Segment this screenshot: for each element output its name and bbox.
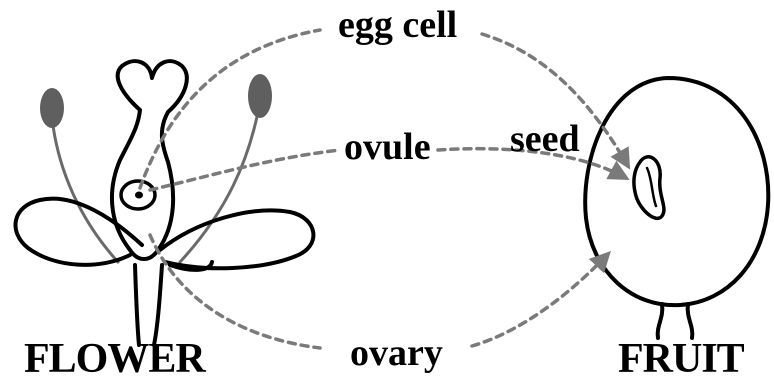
fruit-label: FRUIT — [618, 338, 744, 380]
flower-stem-right — [154, 265, 162, 345]
flower-egg-cell — [135, 192, 143, 199]
fruit-drawing — [585, 78, 768, 338]
seed-label: seed — [510, 120, 580, 158]
fruit-seed-inner — [647, 168, 656, 206]
fruit-stalk — [658, 304, 663, 338]
flower-label: FLOWER — [24, 338, 205, 380]
left-anther — [40, 88, 64, 128]
right-stamen-filament — [180, 112, 258, 262]
fruit-seed — [634, 157, 664, 219]
ovary-label: ovary — [350, 334, 443, 372]
fruit-stalk-right — [688, 304, 693, 338]
ovary-arrow — [150, 235, 320, 348]
fruit-body — [585, 78, 768, 305]
transformation-arrows — [140, 30, 628, 348]
left-stamen-filament — [52, 118, 118, 262]
ovary-arrow-continued — [472, 254, 608, 346]
ovule-label: ovule — [344, 128, 431, 166]
flower-stem — [135, 265, 139, 345]
egg-cell-label: egg cell — [338, 6, 457, 44]
right-anther — [248, 74, 272, 118]
flower-drawing — [16, 61, 314, 345]
